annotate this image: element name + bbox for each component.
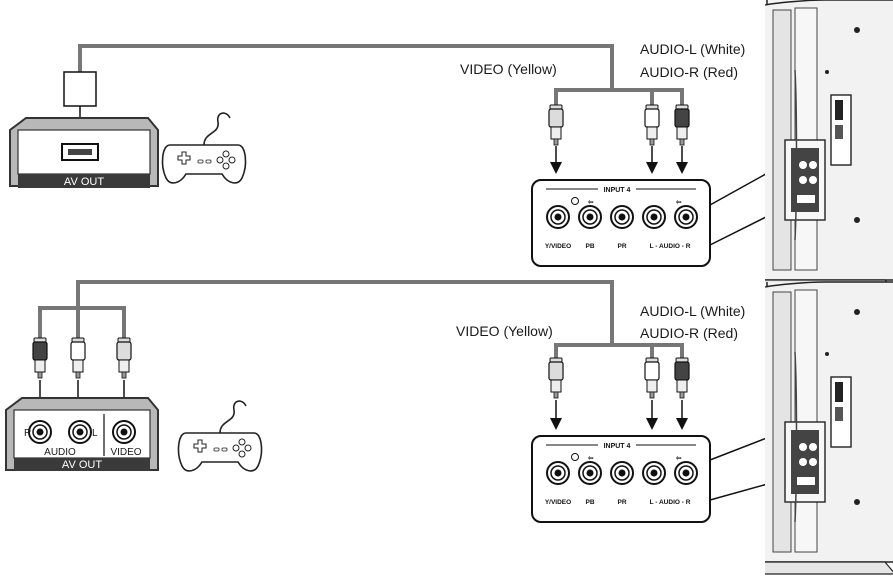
audio-l-label-2: AUDIO-L (White) [640, 303, 745, 319]
rca-plug-red [674, 104, 690, 146]
diagram-1: AV OUT VIDEO (Yellow) AUDIO-L (White) AU… [9, 0, 893, 293]
game-console-2: R L AUDIO VIDEO AV OUT [5, 397, 159, 471]
input-4-panel-2: INPUT 4 ⇦ ⇦ Y/VIDEO PB PR L - AUDIO - R [531, 435, 711, 523]
game-console: AV OUT [9, 117, 159, 188]
rca-plug-yellow [548, 104, 564, 146]
video-yellow-label: VIDEO (Yellow) [460, 61, 557, 77]
jack-label-pb-2: PB [585, 499, 594, 506]
jack-label-audio-2: L - AUDIO - R [650, 499, 691, 506]
tv-rear-view-2 [764, 281, 893, 575]
audio-l-label: AUDIO-L (White) [640, 41, 745, 57]
jack-audio-r-2 [674, 461, 698, 485]
gamepad-icon-2 [177, 400, 263, 472]
device-audio-label: AUDIO [44, 447, 76, 458]
jack-pr [610, 205, 634, 229]
rca-plug-white-src [70, 337, 86, 379]
jack-label-pr: PR [617, 243, 626, 250]
diagram-2: R L AUDIO VIDEO AV OUT VIDEO (Yellow) AU… [5, 280, 893, 575]
arrow-symbol-4: ⇦ [675, 455, 682, 462]
jack-pb-2 [578, 461, 602, 485]
jack-pr-2 [610, 461, 634, 485]
arrow-symbol: ⇦ [587, 199, 594, 206]
audio-r-label-2: AUDIO-R (Red) [640, 325, 738, 341]
rca-plug-red-2 [674, 357, 690, 399]
rca-plug-white [644, 104, 660, 146]
jack-video [546, 205, 570, 229]
jack-pb [578, 205, 602, 229]
jack-label-video: Y/VIDEO [545, 243, 571, 250]
jack-label-pr-2: PR [617, 499, 626, 506]
rca-plug-red-src [32, 337, 48, 379]
cable-av-set [38, 280, 614, 362]
audio-r-label: AUDIO-R (Red) [640, 64, 738, 80]
av-out-label: AV OUT [64, 176, 104, 188]
device-video-label: VIDEO [110, 447, 141, 458]
jack-label-pb: PB [585, 243, 594, 250]
rca-plug-white-2 [644, 357, 660, 399]
input-4-panel: INPUT 4 ⇦ ⇦ Y/VIDEO PB PR L - AUDIO - R [531, 179, 711, 267]
device-l-label: L [92, 428, 98, 439]
tv-rear-view [764, 0, 893, 293]
jack-audio-l [642, 205, 666, 229]
input-4-title-2: INPUT 4 [604, 443, 631, 450]
gamepad-icon [161, 112, 247, 184]
cable-console [78, 44, 614, 108]
input-4-title: INPUT 4 [604, 187, 631, 194]
jack-label-audio: L - AUDIO - R [650, 243, 691, 250]
av-plug-connector [63, 71, 97, 107]
rca-plug-yellow-src [116, 337, 132, 379]
device-r-label: R [24, 428, 31, 439]
arrow-symbol-2: ⇦ [675, 199, 682, 206]
jack-video-2 [546, 461, 570, 485]
rca-plug-yellow-2 [548, 357, 564, 399]
jack-audio-l-2 [642, 461, 666, 485]
jack-audio-r [674, 205, 698, 229]
arrow-symbol-3: ⇦ [587, 455, 594, 462]
av-out-label-2: AV OUT [62, 459, 102, 471]
video-yellow-label-2: VIDEO (Yellow) [456, 323, 553, 339]
jack-label-video-2: Y/VIDEO [545, 499, 571, 506]
